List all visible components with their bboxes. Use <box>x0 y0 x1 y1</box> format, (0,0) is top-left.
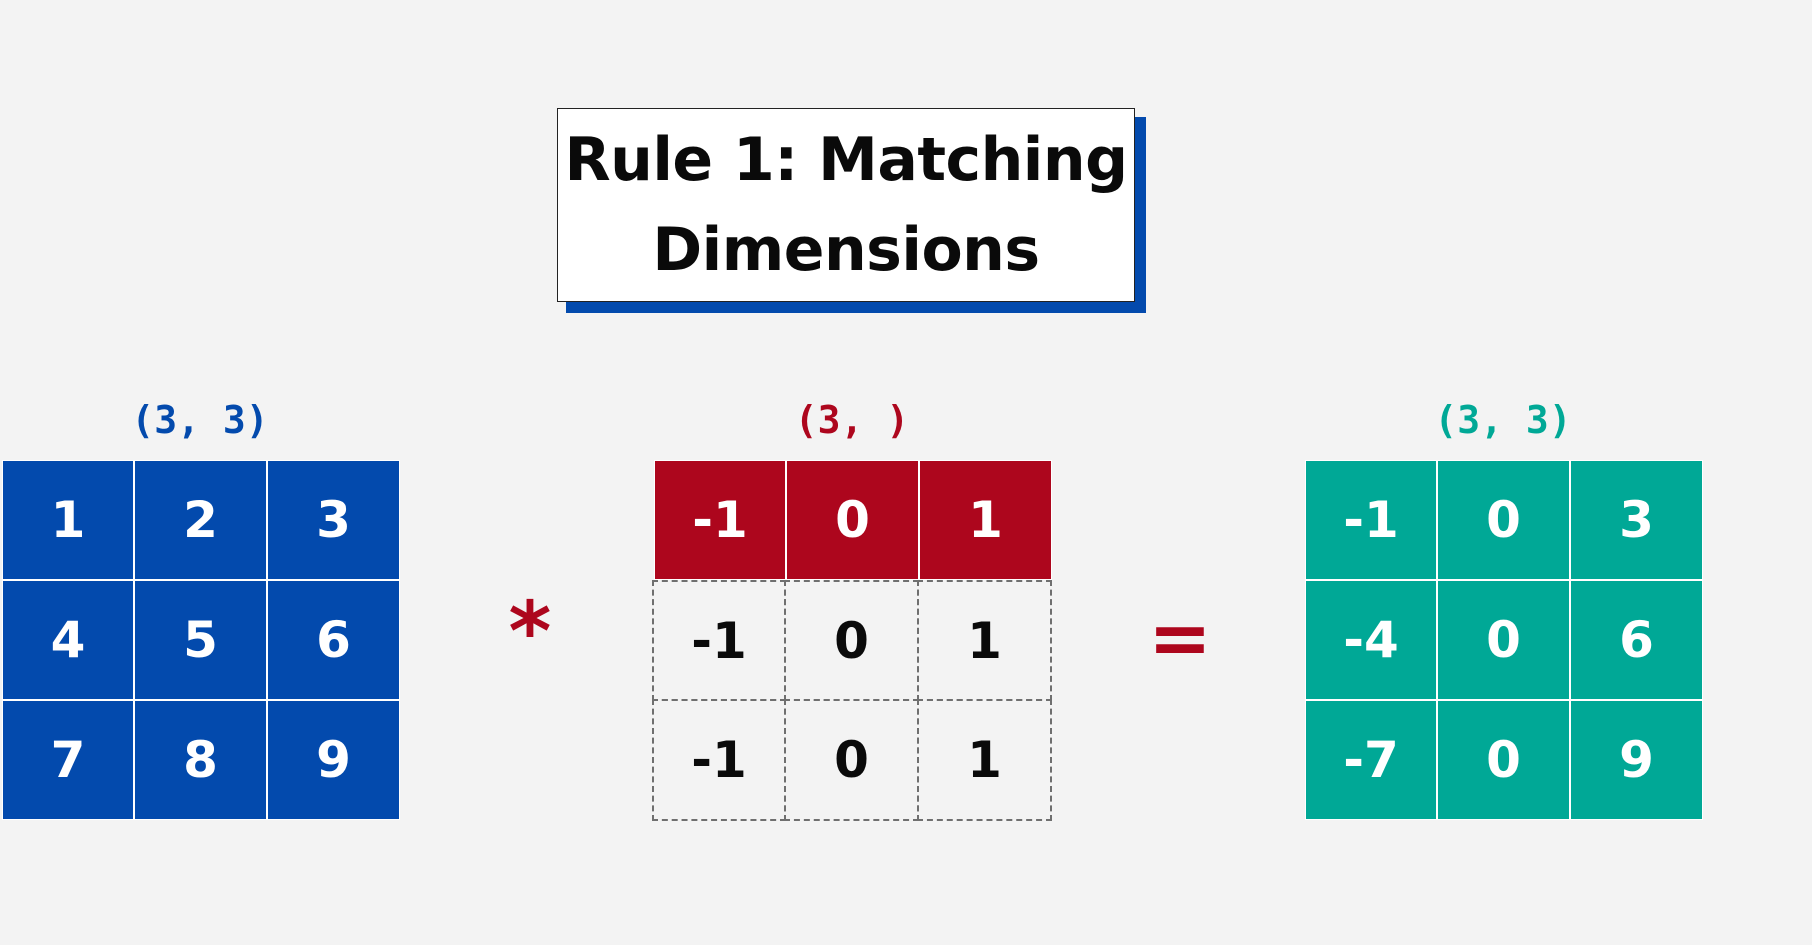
matrix-a-cell: 8 <box>134 700 267 820</box>
result-cell: -7 <box>1305 700 1437 820</box>
matrix-b-cell: -1 <box>654 460 786 580</box>
page-title: Rule 1: Matching Dimensions <box>564 125 1128 285</box>
matrix-b-broadcast-cell: 1 <box>917 699 1052 821</box>
matrix-b-cell: 1 <box>919 460 1052 580</box>
matrix-a-grid: 1 2 3 4 5 6 7 8 9 <box>0 460 400 820</box>
result-cell: 0 <box>1437 580 1570 700</box>
title-box: Rule 1: Matching Dimensions <box>557 108 1135 302</box>
result-cell: -4 <box>1305 580 1437 700</box>
matrix-a-shape-label: (3, 3) <box>131 398 269 442</box>
matrix-b-broadcast-cell: -1 <box>652 699 786 821</box>
matrix-a-cell: 3 <box>267 460 400 580</box>
result-cell: -1 <box>1305 460 1437 580</box>
equals-operator: = <box>1148 593 1212 682</box>
result-grid: -1 0 3 -4 0 6 -7 0 9 <box>1303 460 1703 820</box>
matrix-b-grid: -1 0 1 -1 0 1 -1 0 1 <box>652 460 1052 821</box>
result-cell: 6 <box>1570 580 1703 700</box>
matrix-a-cell: 9 <box>267 700 400 820</box>
matrix-a-cell: 1 <box>2 460 134 580</box>
matrix-b-cell: 0 <box>786 460 919 580</box>
result-shape-label: (3, 3) <box>1434 398 1572 442</box>
result-cell: 9 <box>1570 700 1703 820</box>
matrix-a-cell: 5 <box>134 580 267 700</box>
matrix-b-broadcast-cell: -1 <box>652 580 786 701</box>
matrix-b-broadcast-cell: 1 <box>917 580 1052 701</box>
matrix-b-broadcast-cell: 0 <box>784 699 919 821</box>
result-cell: 0 <box>1437 460 1570 580</box>
matrix-a-cell: 2 <box>134 460 267 580</box>
matrix-a-cell: 6 <box>267 580 400 700</box>
matrix-a-cell: 4 <box>2 580 134 700</box>
matrix-a-cell: 7 <box>2 700 134 820</box>
matrix-b-broadcast-cell: 0 <box>784 580 919 701</box>
result-cell: 3 <box>1570 460 1703 580</box>
matrix-b-shape-label: (3, ) <box>794 398 910 442</box>
result-cell: 0 <box>1437 700 1570 820</box>
multiply-operator: * <box>508 585 552 680</box>
